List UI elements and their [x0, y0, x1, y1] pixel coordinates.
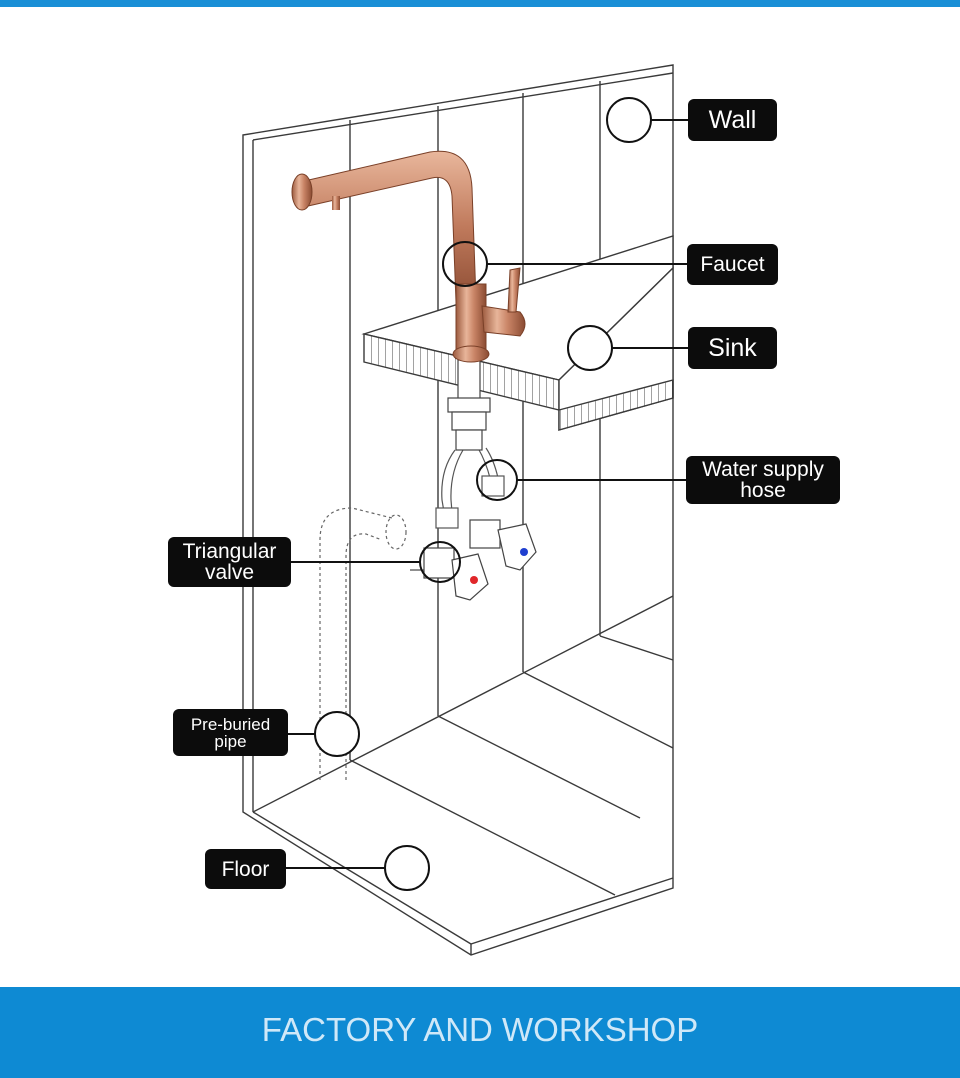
installation-diagram [0, 7, 960, 987]
cold-indicator [520, 548, 528, 556]
pre-buried-pipe-label: Pre-buried pipe [173, 709, 288, 756]
wall-label: Wall [688, 99, 777, 141]
top-accent-bar [0, 0, 960, 7]
sink-label: Sink [688, 327, 777, 369]
pre-buried-pipe-drawing [319, 507, 407, 780]
triangular-valve-label-line1: Triangular [182, 540, 277, 563]
floor-callout-circle [384, 845, 430, 891]
pre-buried-pipe-label-line2: pipe [214, 731, 247, 751]
footer-banner: FACTORY AND WORKSHOP [0, 987, 960, 1078]
water-supply-hose-label: Water supply hose [686, 456, 840, 504]
floor-label: Floor [205, 849, 286, 889]
pre-buried-pipe-label-line1: Pre-buried [190, 714, 271, 734]
hot-indicator [470, 576, 478, 584]
wall-callout-circle [606, 97, 652, 143]
triangular-valve-label: Triangular valve [168, 537, 291, 587]
wall-label-text: Wall [708, 105, 757, 134]
supply-hoses [435, 447, 505, 529]
triangular-valve-label-line2: valve [204, 561, 255, 584]
faucet-drawing [291, 150, 526, 363]
diagram-drawing [242, 64, 688, 956]
sink-callout-circle [567, 325, 613, 371]
faucet-underside [447, 359, 491, 451]
triangular-valves [410, 519, 537, 601]
footer-title: FACTORY AND WORKSHOP [261, 1011, 699, 1048]
faucet-label-text: Faucet [700, 253, 765, 276]
sink-label-text: Sink [708, 333, 757, 362]
water-supply-hose-label-line2: hose [740, 479, 786, 502]
water-supply-hose-label-line1: Water supply [702, 458, 824, 481]
callout-leaders [286, 97, 688, 891]
floor-label-text: Floor [221, 857, 270, 881]
faucet-label: Faucet [687, 244, 778, 285]
pipe-callout-circle [314, 711, 360, 757]
